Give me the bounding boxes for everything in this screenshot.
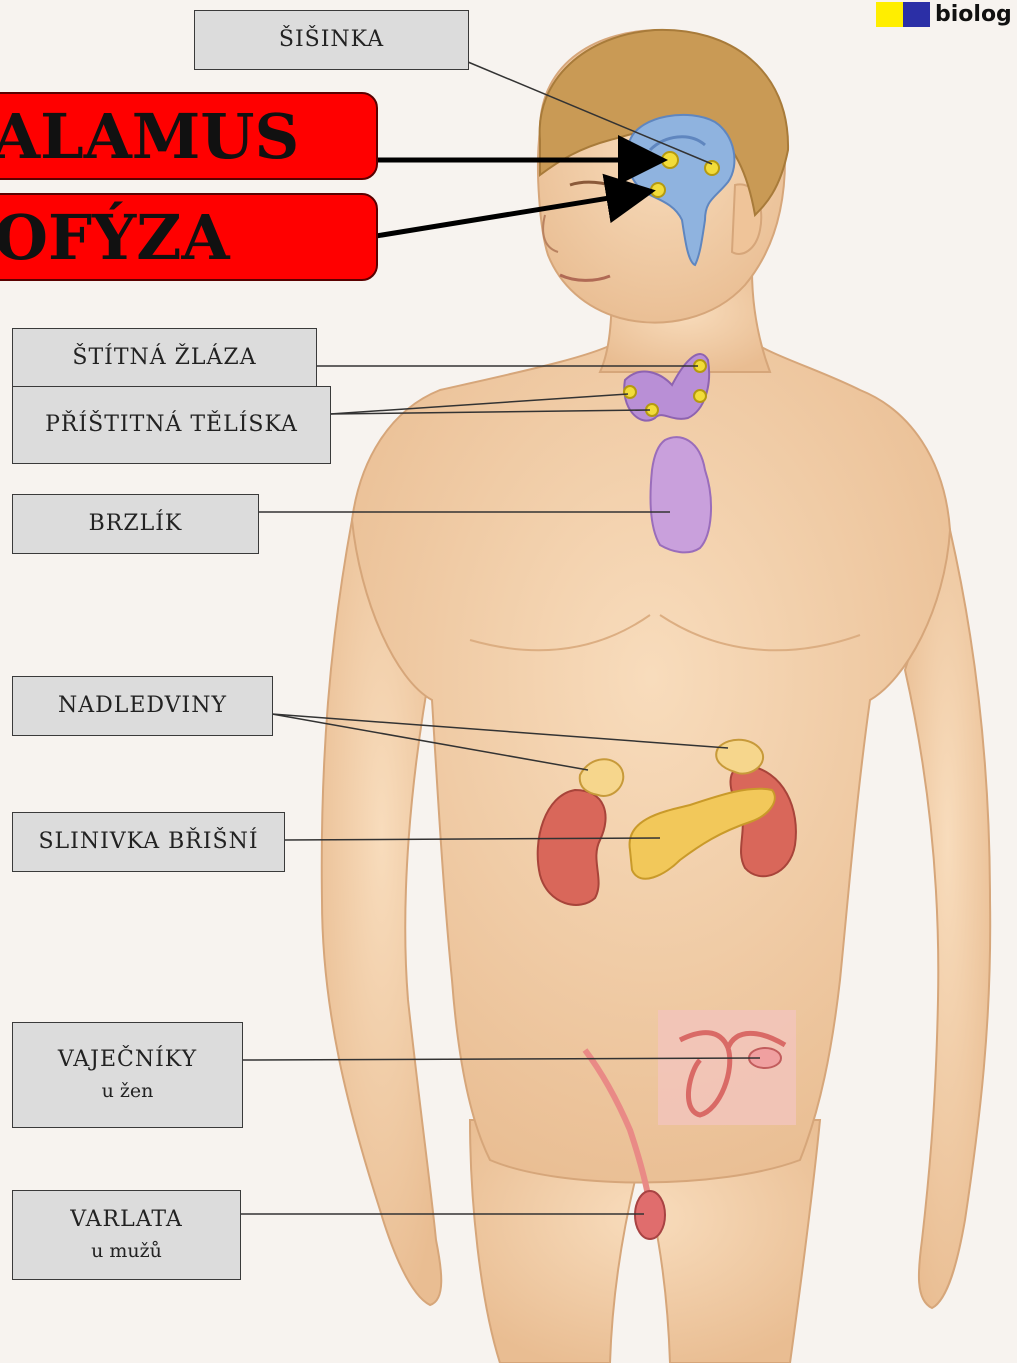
pineal-label: ŠIŠINKA xyxy=(194,10,469,70)
pituitary-text: OFÝZA xyxy=(0,201,230,274)
parathyroid-text: PŘÍŠTITNÁ TĚLÍSKA xyxy=(45,412,298,438)
pancreas-label: SLINIVKA BŘIŠNÍ xyxy=(12,812,285,872)
pituitary-gland xyxy=(651,183,665,197)
brand-blue-square xyxy=(903,2,930,27)
thymus-text: BRZLÍK xyxy=(89,511,183,537)
pituitary-label: OFÝZA xyxy=(0,193,378,281)
ovaries-text: VAJEČNÍKY xyxy=(58,1047,197,1073)
thymus-label: BRZLÍK xyxy=(12,494,259,554)
brand-text: biolog xyxy=(935,2,1012,27)
adrenals-text: NADLEDVINY xyxy=(58,693,227,719)
ovaries-subtext: u žen xyxy=(102,1080,154,1103)
brand-logo: biolog xyxy=(876,0,1017,28)
hypothalamus-label: ALAMUS xyxy=(0,92,378,180)
brand-yellow-square xyxy=(876,2,903,27)
testis xyxy=(635,1191,665,1239)
pancreas-text: SLINIVKA BŘIŠNÍ xyxy=(38,829,258,855)
ovaries-label: VAJEČNÍKY u žen xyxy=(12,1022,243,1128)
pineal-gland xyxy=(705,161,719,175)
parathyroid-gland-3 xyxy=(624,386,636,398)
thyroid-text: ŠTÍTNÁ ŽLÁZA xyxy=(72,345,256,371)
parathyroid-label: PŘÍŠTITNÁ TĚLÍSKA xyxy=(12,386,331,464)
pineal-text: ŠIŠINKA xyxy=(279,27,384,53)
parathyroid-gland-2 xyxy=(694,390,706,402)
thyroid-label: ŠTÍTNÁ ŽLÁZA xyxy=(12,328,317,388)
testes-label: VARLATA u mužů xyxy=(12,1190,241,1280)
hypothalamus-text: ALAMUS xyxy=(0,100,299,173)
hypothalamus-gland xyxy=(662,152,678,168)
testes-subtext: u mužů xyxy=(91,1240,162,1263)
testes-text: VARLATA xyxy=(70,1207,183,1233)
adrenals-label: NADLEDVINY xyxy=(12,676,273,736)
